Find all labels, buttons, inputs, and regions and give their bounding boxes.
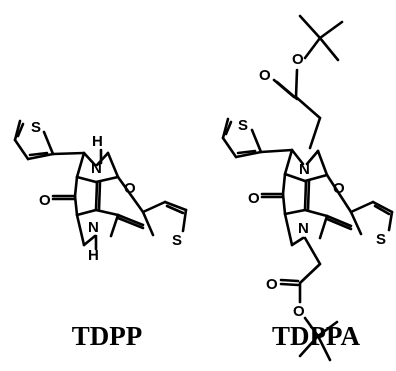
tdppa-atom-n-top: N [299, 161, 310, 178]
tdppa-atom-o-ester-bottom-carbonyl: O [266, 276, 278, 293]
tdppa-atom-s-left: S [238, 117, 248, 134]
tdppa-atom-o-ester-top-ether: O [292, 51, 304, 68]
tdppa-atom-o-left: O [248, 190, 260, 207]
tdpp-atom-h-top: H [92, 133, 103, 150]
tdpp-atom-o-left: O [39, 192, 51, 209]
tdpp-atom-h-bottom: H [88, 247, 99, 264]
tdppa-atom-o-ester-top-carbonyl: O [259, 67, 271, 84]
tdpp-structure [13, 119, 188, 251]
tdppa-atom-o-right: O [333, 180, 345, 197]
tdppa-caption: TDPPA [272, 321, 360, 351]
tdpp-atom-o-right: O [124, 180, 136, 197]
tdppa-structure [221, 14, 394, 362]
tdppa-atom-o-ester-bottom-ether: O [293, 303, 305, 320]
tdppa-atom-s-right: S [376, 231, 386, 248]
tdppa-atom-n-bottom: N [298, 220, 309, 237]
tdpp-atom-n-bottom: N [88, 219, 99, 236]
tdpp-atom-s-right: S [172, 232, 182, 249]
tdpp-atom-s-left: S [31, 119, 41, 136]
tdpp-caption: TDPP [72, 321, 143, 351]
tdpp-atom-n-top: N [91, 160, 102, 177]
